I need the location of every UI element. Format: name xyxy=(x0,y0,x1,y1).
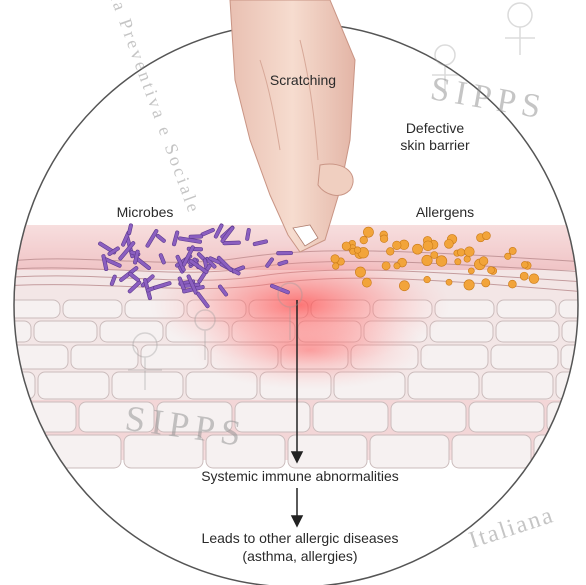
allergen-particle xyxy=(505,253,511,259)
allergen-particle xyxy=(380,235,388,243)
skin-cell xyxy=(1,345,68,369)
allergen-particle xyxy=(529,274,539,284)
systemic-label: Systemic immune abnormalities xyxy=(150,468,450,485)
allergen-particle xyxy=(360,236,368,244)
skin-cell xyxy=(534,435,586,468)
skin-cell xyxy=(491,345,558,369)
skin-cell xyxy=(421,345,488,369)
allergen-particle xyxy=(386,248,394,256)
skin-cell xyxy=(452,435,531,468)
skin-cell xyxy=(559,300,586,318)
allergen-particle xyxy=(436,256,447,267)
allergen-particle xyxy=(479,257,488,266)
allergen-particle xyxy=(521,261,528,268)
skin-cell xyxy=(482,372,553,399)
allergen-particle xyxy=(431,252,438,259)
allergen-particle xyxy=(362,278,371,287)
allergen-particle xyxy=(412,244,422,254)
skin-cell xyxy=(71,345,138,369)
allergen-particle xyxy=(464,280,474,290)
skin-cell xyxy=(1,300,60,318)
inflammation-glow-lower xyxy=(190,310,430,390)
allergen-particle xyxy=(520,272,528,280)
skin-cell xyxy=(408,372,479,399)
allergen-particle xyxy=(342,242,350,250)
skin-cell xyxy=(391,402,466,432)
allergen-particle xyxy=(446,279,452,285)
allergen-particle xyxy=(457,249,464,256)
allergen-particle xyxy=(482,279,490,287)
skin-cell xyxy=(1,402,76,432)
allergen-particle xyxy=(399,281,409,291)
skin-cell xyxy=(469,402,544,432)
allergen-particle xyxy=(423,241,433,251)
allergen-particle xyxy=(354,247,361,254)
allergen-particle xyxy=(509,247,516,254)
allergen-particle xyxy=(332,263,338,269)
leads-to-label: Leads to other allergic diseases xyxy=(160,530,440,547)
allergen-particle xyxy=(382,262,390,270)
allergen-particle xyxy=(424,276,431,283)
allergen-particle xyxy=(392,241,401,250)
skin-cell xyxy=(547,402,586,432)
skin-cell xyxy=(313,402,388,432)
microbe xyxy=(223,241,241,245)
skin-cell xyxy=(100,321,163,342)
skin-cell xyxy=(38,372,109,399)
allergen-particle xyxy=(455,259,461,265)
skin-cell xyxy=(63,300,122,318)
allergen-particle xyxy=(355,267,365,277)
skin-cross-section xyxy=(0,223,586,468)
microbe xyxy=(276,251,292,255)
allergen-particle xyxy=(465,247,475,257)
allergen-particle xyxy=(363,227,373,237)
allergen-particle xyxy=(482,232,490,240)
skin-cell xyxy=(562,321,586,342)
skin-cell xyxy=(0,435,39,468)
allergen-particle xyxy=(422,255,432,265)
skin-cell xyxy=(370,435,449,468)
skin-cell xyxy=(112,372,183,399)
skin-cell xyxy=(42,435,121,468)
allergen-particle xyxy=(508,280,516,288)
microbes-label: Microbes xyxy=(95,204,195,221)
skin-cell xyxy=(496,321,559,342)
allergens-label: Allergens xyxy=(395,204,495,221)
skin-cell xyxy=(34,321,97,342)
allergen-particle xyxy=(468,268,474,274)
allergen-particle xyxy=(331,255,339,263)
skin-cell xyxy=(497,300,556,318)
scratching-label: Scratching xyxy=(248,72,358,89)
allergen-particle xyxy=(488,267,495,274)
skin-cell xyxy=(556,372,586,399)
skin-cell xyxy=(0,372,35,399)
allergen-particle xyxy=(394,263,400,269)
allergen-particle xyxy=(444,239,453,248)
microbe xyxy=(189,235,203,239)
examples-label: (asthma, allergies) xyxy=(200,548,400,565)
defective-barrier-label: Defective skin barrier xyxy=(380,120,490,154)
